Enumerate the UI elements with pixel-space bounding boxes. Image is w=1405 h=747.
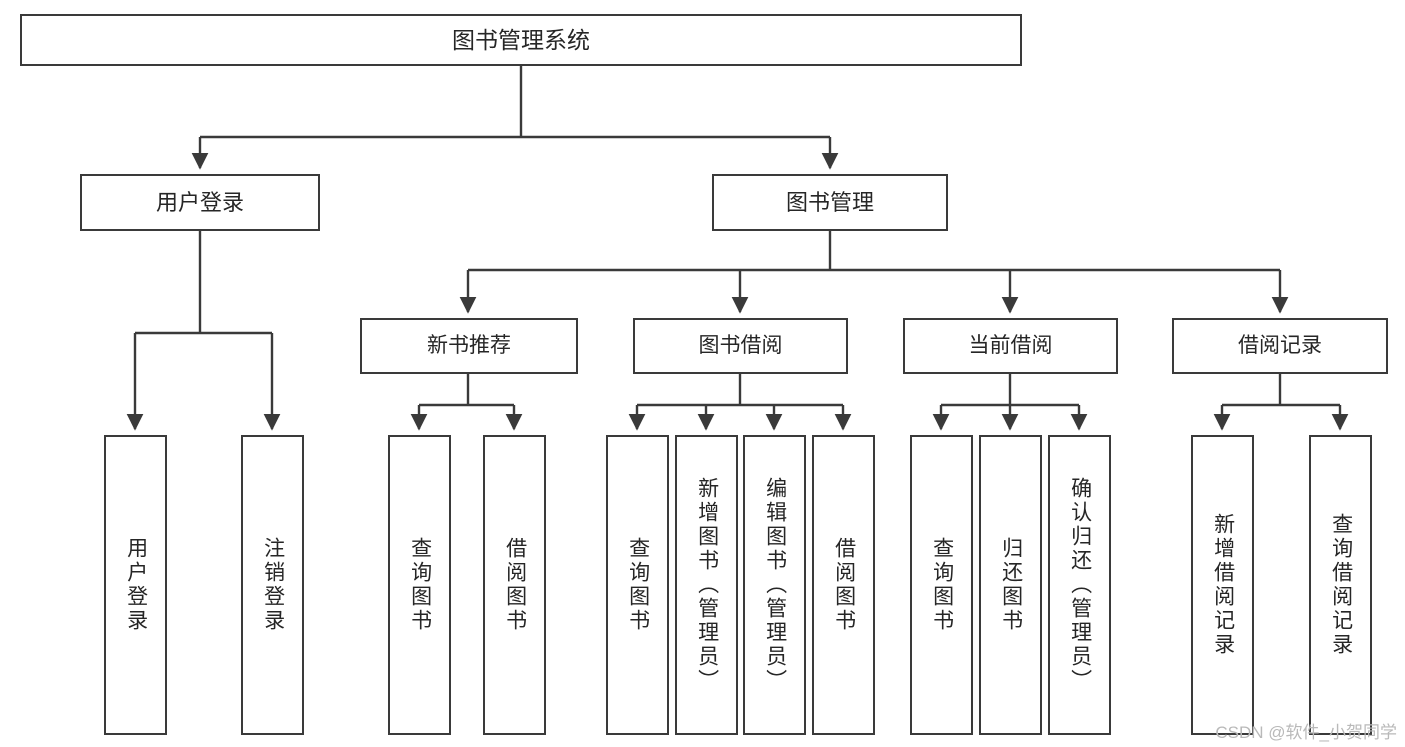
leaf-borrow-add-book[interactable]: 新增图书（管理员） (675, 435, 738, 735)
csdn-watermark: CSDN @软件_小贺同学 (1215, 723, 1397, 742)
node-user-login[interactable]: 用户登录 (80, 174, 320, 231)
node-label: 查询图书 (930, 537, 954, 633)
node-current-borrow[interactable]: 当前借阅 (903, 318, 1118, 374)
node-label: 编辑图书（管理员） (763, 477, 787, 693)
node-label: 图书管理 (785, 189, 874, 215)
node-label: 借阅记录 (1238, 333, 1322, 357)
node-label: 新书推荐 (427, 333, 511, 357)
leaf-current-query-book[interactable]: 查询图书 (910, 435, 973, 735)
leaf-borrow-query-book[interactable]: 查询图书 (606, 435, 669, 735)
leaf-borrow-borrow-book[interactable]: 借阅图书 (812, 435, 875, 735)
node-label: 图书借阅 (698, 333, 783, 357)
node-label: 查询借阅记录 (1329, 513, 1353, 657)
node-label: 查询图书 (626, 537, 650, 633)
node-borrow-record[interactable]: 借阅记录 (1172, 318, 1388, 374)
leaf-user-login-login[interactable]: 用户登录 (104, 435, 167, 735)
node-label: 归还图书 (999, 537, 1023, 633)
node-label: 新增借阅记录 (1211, 513, 1235, 657)
node-book-borrow[interactable]: 图书借阅 (633, 318, 848, 374)
node-label: 用户登录 (155, 189, 244, 215)
node-label: 确认归还（管理员） (1068, 477, 1092, 693)
node-root-system[interactable]: 图书管理系统 (20, 14, 1022, 66)
node-label: 当前借阅 (968, 333, 1053, 357)
leaf-record-query[interactable]: 查询借阅记录 (1309, 435, 1372, 735)
node-label: 查询图书 (408, 537, 432, 633)
leaf-new-book-borrow[interactable]: 借阅图书 (483, 435, 546, 735)
node-label: 用户登录 (124, 537, 148, 633)
leaf-borrow-edit-book[interactable]: 编辑图书（管理员） (743, 435, 806, 735)
leaf-user-login-logout[interactable]: 注销登录 (241, 435, 304, 735)
node-label: 图书管理系统 (452, 26, 590, 53)
leaf-new-book-query[interactable]: 查询图书 (388, 435, 451, 735)
node-label: 借阅图书 (503, 537, 527, 633)
node-label: 注销登录 (261, 537, 285, 633)
node-book-management[interactable]: 图书管理 (712, 174, 948, 231)
leaf-current-confirm-return[interactable]: 确认归还（管理员） (1048, 435, 1111, 735)
leaf-record-add[interactable]: 新增借阅记录 (1191, 435, 1254, 735)
node-label: 借阅图书 (832, 537, 856, 633)
node-new-book-recommend[interactable]: 新书推荐 (360, 318, 578, 374)
node-label: 新增图书（管理员） (695, 477, 719, 693)
leaf-current-return-book[interactable]: 归还图书 (979, 435, 1042, 735)
